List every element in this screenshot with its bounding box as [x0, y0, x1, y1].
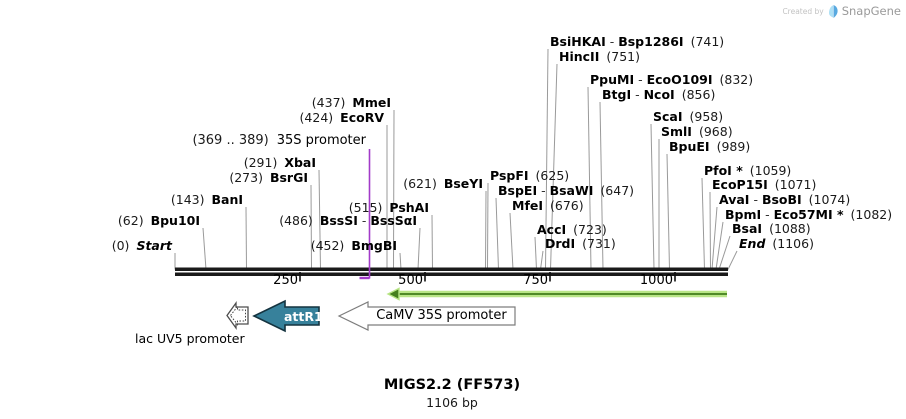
site-line-MmeI: [393, 109, 395, 270]
enzyme-label-BspEI - BsaWI[interactable]: BspEI - BsaWI(647): [498, 183, 635, 198]
enzyme-label-DrdI[interactable]: DrdI(731): [545, 236, 616, 251]
site-line-PpuMI - EcoO109I: [587, 86, 592, 270]
enzyme-label-BmgBI[interactable]: (452)BmgBI: [310, 238, 397, 253]
enzyme-label-Start[interactable]: (0)Start: [111, 238, 172, 253]
enzyme-label-BssSI - BssSαI[interactable]: (486)BssSI - BssSαI: [279, 213, 417, 228]
site-line-BpuEI: [666, 153, 670, 270]
site-line-BanI: [245, 206, 247, 270]
site-line-AvaI - BsoBI: [711, 206, 718, 270]
lac-uv5-arrow-dotted-inset-icon: [229, 305, 246, 326]
site-line-AccI: [534, 236, 537, 270]
enzyme-label-XbaI[interactable]: (291)XbaI: [243, 155, 316, 170]
site-line-BseYI: [485, 190, 487, 270]
lac-uv5-promoter-label[interactable]: lac UV5 promoter: [135, 331, 245, 346]
promoter-name-text: 35S promoter: [276, 133, 366, 148]
site-line-HincII: [550, 63, 558, 270]
site-line-BsrGI: [310, 184, 312, 270]
site-line-BssSI - BssSαI: [417, 227, 421, 270]
map-length: 1106 bp: [426, 395, 478, 410]
site-line-PshAI: [431, 214, 433, 270]
enzyme-label-AvaI - BsoBI[interactable]: AvaI - BsoBI(1074): [719, 192, 851, 207]
camv-arrow[interactable]: [337, 301, 516, 331]
enzyme-label-BseYI[interactable]: (621)BseYI: [403, 176, 483, 191]
enzyme-label-AccI[interactable]: AccI(723): [537, 222, 607, 237]
site-line-Bpu10I: [202, 227, 207, 270]
enzyme-label-ScaI[interactable]: ScaI(958): [653, 109, 724, 124]
sequence-line-top[interactable]: [175, 267, 728, 272]
created-by-text: Created by: [782, 6, 824, 16]
enzyme-label-PspFI[interactable]: PspFI(625): [490, 168, 570, 183]
site-line-PfoI *: [701, 177, 705, 270]
site-line-BspEI - BsaWI: [495, 197, 499, 270]
enzyme-label-End[interactable]: End(1106): [739, 236, 814, 251]
site-line-EcoP15I: [709, 191, 711, 270]
enzyme-label-PpuMI - EcoO109I[interactable]: PpuMI - EcoO109I(832): [590, 72, 754, 87]
site-line-DrdI: [540, 250, 544, 270]
enzyme-label-PshAI[interactable]: (515)PshAI: [348, 200, 429, 215]
attr1-feature-label[interactable]: attR1: [284, 309, 323, 324]
site-line-BmgBI: [399, 252, 402, 270]
enzyme-label-BpmI - Eco57MI *[interactable]: BpmI - Eco57MI *(1082): [725, 207, 893, 222]
enzyme-label-BanI[interactable]: (143)BanI: [170, 192, 243, 207]
enzyme-label-EcoP15I[interactable]: EcoP15I(1071): [712, 177, 817, 192]
site-line-XbaI: [318, 169, 321, 270]
map-title: MIGS2.2 (FF573): [383, 377, 521, 393]
branding: Created by SnapGene: [782, 4, 901, 18]
enzyme-label-HincII[interactable]: HincII(751): [559, 49, 640, 64]
site-line-BsaI: [718, 235, 731, 270]
enzyme-label-BsaI[interactable]: BsaI(1088): [732, 221, 811, 236]
camv-35s-promoter-label[interactable]: CaMV 35S promoter: [376, 308, 507, 323]
sequence-line-bottom[interactable]: [175, 272, 728, 277]
green-arrowhead-icon: [386, 287, 400, 301]
site-line-PspFI: [487, 182, 489, 270]
green-arrow-line: [397, 293, 727, 295]
enzyme-label-BpuEI[interactable]: BpuEI(989): [669, 139, 751, 154]
enzyme-label-PfoI *[interactable]: PfoI *(1059): [704, 163, 792, 178]
enzyme-label-MmeI[interactable]: (437)MmeI: [311, 95, 391, 110]
promoter-range-text: (369 .. 389): [192, 133, 269, 148]
site-line-MfeI: [509, 212, 514, 270]
site-line-ScaI: [650, 123, 655, 270]
site-line-End: [727, 250, 738, 270]
brand-name-text: SnapGene: [841, 4, 901, 18]
promoter-35s-label[interactable]: (369 .. 389) 35S promoter: [192, 134, 366, 148]
site-line-BpmI - Eco57MI *: [715, 221, 724, 270]
enzyme-label-Bpu10I[interactable]: (62)Bpu10I: [117, 213, 200, 228]
snapgene-logo-icon: [828, 4, 838, 18]
enzyme-label-BsiHKAI - Bsp1286I[interactable]: BsiHKAI - Bsp1286I(741): [550, 34, 725, 49]
enzyme-label-BtgI - NcoI[interactable]: BtgI - NcoI(856): [602, 87, 716, 102]
site-line-BsiHKAI - Bsp1286I: [545, 48, 549, 270]
site-line-BtgI - NcoI: [599, 101, 604, 270]
lac-uv5-arrow[interactable]: [226, 300, 249, 331]
enzyme-label-BsrGI[interactable]: (273)BsrGI: [229, 170, 308, 185]
enzyme-label-MfeI[interactable]: MfeI(676): [512, 198, 584, 213]
enzyme-label-EcoRV[interactable]: (424)EcoRV: [299, 110, 384, 125]
attr1-arrow[interactable]: [252, 299, 320, 333]
enzyme-label-SmlI[interactable]: SmlI(968): [661, 124, 733, 139]
